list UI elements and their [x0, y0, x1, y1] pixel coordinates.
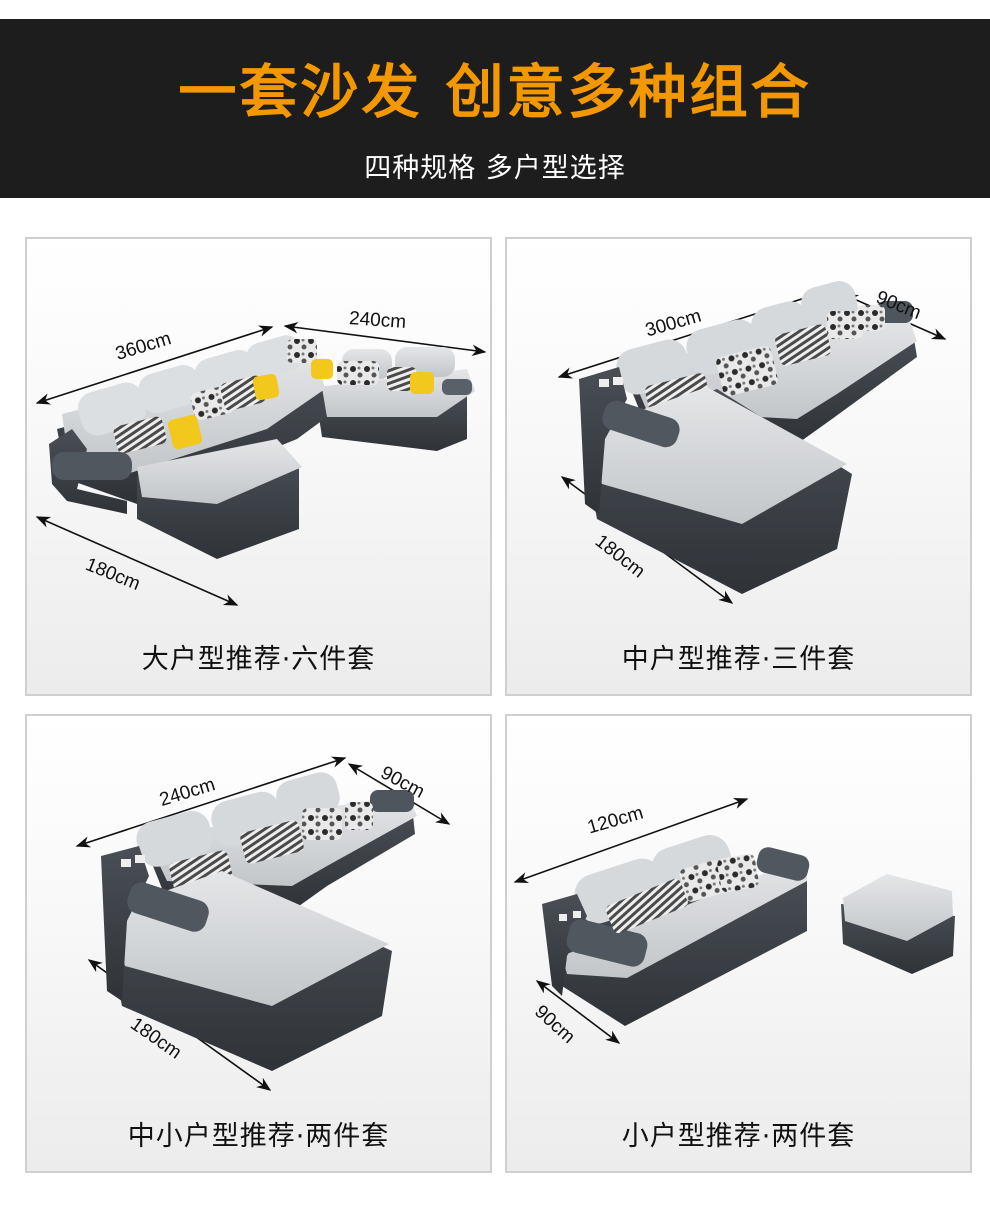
product-card-medium-small-two-piece[interactable]: 240cm 90cm 180cm 中小户型推荐·两件套: [25, 714, 492, 1173]
product-card-large-six-piece[interactable]: 360cm 240cm 180cm 大户型推荐·六件套: [25, 237, 492, 696]
dimension-label-wing: 240cm: [348, 308, 407, 333]
banner-title: 一套沙发 创意多种组合: [178, 58, 812, 126]
card-label: 小户型推荐·两件套: [621, 1121, 856, 1152]
loveseat-with-ottoman-illustration: [513, 797, 955, 1044]
promo-banner: 一套沙发 创意多种组合 四种规格 多户型选择: [0, 19, 990, 198]
banner-subtitle: 四种规格 多户型选择: [364, 153, 626, 184]
product-card-small-two-piece[interactable]: 120cm 90cm 小户型推荐·两件套: [505, 714, 972, 1173]
product-card-medium-three-piece[interactable]: 300cm 90cm 180cm 中户型推荐·三件套: [505, 237, 972, 696]
u-shaped-sofa-illustration: [35, 321, 487, 606]
card-label: 大户型推荐·六件套: [141, 644, 376, 675]
l-shaped-sofa-illustration: [75, 756, 451, 1091]
l-shaped-sofa-illustration: [557, 281, 947, 604]
card-label: 中户型推荐·三件套: [621, 644, 856, 675]
card-label: 中小户型推荐·两件套: [127, 1121, 390, 1152]
